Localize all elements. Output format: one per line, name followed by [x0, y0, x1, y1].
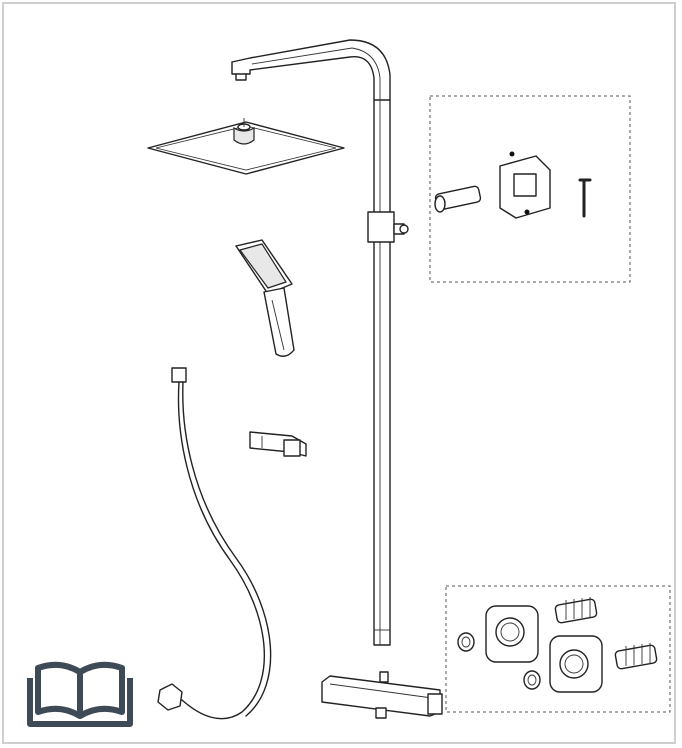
wall-flange-1 [485, 605, 539, 663]
thermostatic-mixer-bar [321, 671, 443, 719]
eccentric-connector-1 [554, 597, 598, 624]
hand-shower [235, 239, 295, 357]
riser-rail [373, 99, 391, 646]
open-book-icon [27, 661, 133, 727]
hand-shower-holder [249, 431, 307, 457]
washer-2 [523, 670, 541, 690]
wall-mounting-kit [445, 585, 671, 713]
allen-key [578, 178, 592, 218]
overhead-shower-arm [231, 39, 391, 101]
rain-shower-head [147, 118, 345, 175]
shower-hose [157, 367, 272, 720]
washer-1 [457, 632, 475, 652]
eccentric-connector-2 [614, 643, 658, 670]
wall-connector-kit [429, 95, 631, 283]
slide-bracket [367, 211, 409, 243]
wall-flange-2 [549, 635, 603, 693]
